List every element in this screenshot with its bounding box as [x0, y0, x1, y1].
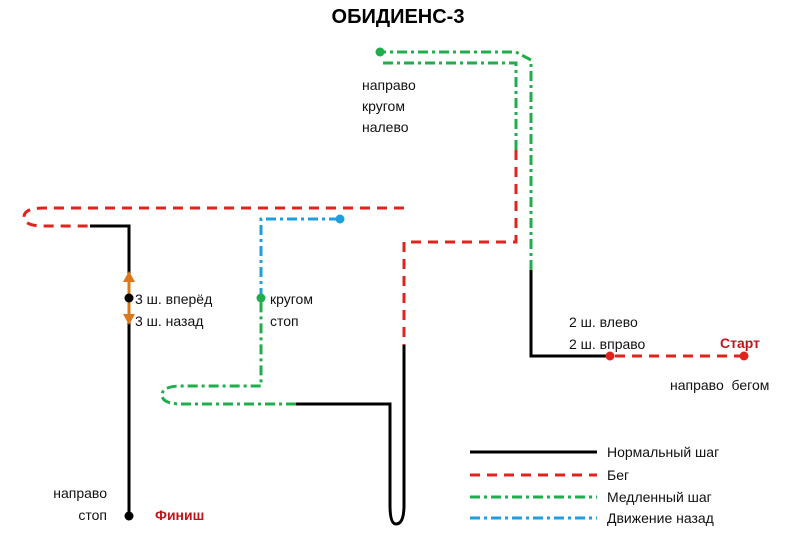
legend-label-back: Движение назад — [607, 510, 714, 526]
start-command-label: направо бегом — [670, 377, 769, 393]
top-command-1: направо — [362, 77, 416, 93]
diagram-title: ОБИДИЕНС-3 — [332, 6, 465, 28]
slow-segment-top — [380, 50, 533, 270]
finish-command-2: стоп — [78, 507, 107, 523]
slow-segment-top-inner — [380, 61, 518, 150]
turn-stop-dot — [256, 293, 266, 303]
legend-label-slow: Медленный шаг — [607, 489, 712, 505]
run-segment-middle — [402, 150, 518, 345]
top-command-2: кругом — [362, 98, 405, 114]
finish-dot — [124, 511, 134, 521]
forward-back-dot — [124, 293, 134, 303]
finish-label: Финиш — [155, 507, 204, 523]
start-label: Старт — [720, 335, 760, 351]
back-end-dot — [335, 214, 345, 224]
stop-label: стоп — [270, 313, 299, 329]
arrow-up-icon — [123, 271, 135, 282]
turn-label: кругом — [270, 291, 313, 307]
right-steps-label: 2 ш. вправо — [569, 336, 646, 352]
top-command-3: налево — [362, 119, 409, 135]
side-steps-dot — [605, 351, 615, 361]
legend-label-normal: Нормальный шаг — [607, 444, 719, 460]
arrow-down-icon — [123, 314, 135, 325]
legend-label-run: Бег — [607, 467, 629, 483]
run-segment-left-u — [22, 206, 404, 228]
left-steps-label: 2 ш. влево — [569, 314, 638, 330]
top-command-dot — [375, 47, 385, 57]
normal-segment-u-turn — [296, 345, 406, 526]
normal-segment-finish — [90, 224, 131, 516]
start-dot — [739, 351, 749, 361]
finish-command-1: направо — [53, 485, 107, 501]
legend: Нормальный шаг Бег Медленный шаг Движени… — [470, 444, 719, 526]
back-segment — [259, 217, 340, 298]
forward-steps-label: 3 ш. вперёд — [135, 291, 212, 307]
normal-segment-right — [529, 270, 610, 358]
slow-segment-left-u — [160, 298, 296, 406]
back-steps-label: 3 ш. назад — [135, 313, 203, 329]
